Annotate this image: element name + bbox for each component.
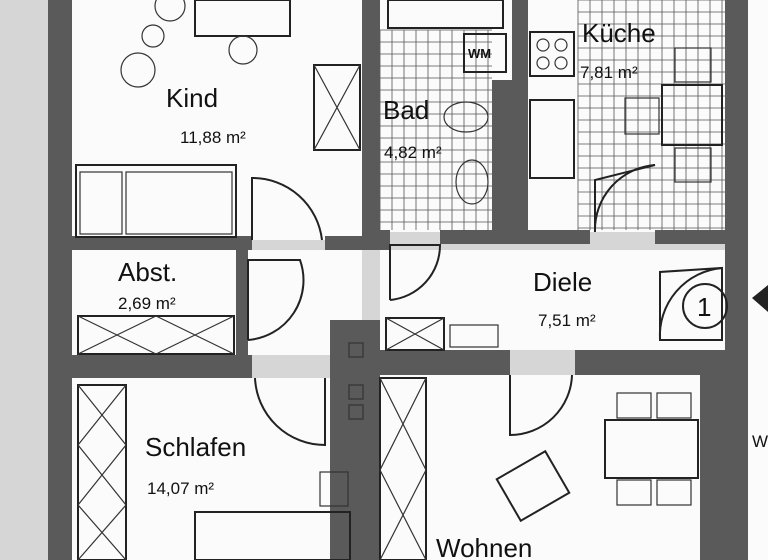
room-area-diele: 7,51 m² — [538, 311, 596, 330]
room-name-bad: Bad — [383, 95, 429, 125]
entrance-number: 1 — [697, 292, 711, 322]
room-area-bad: 4,82 m² — [384, 143, 442, 162]
entrance-marker — [682, 283, 728, 329]
walls — [48, 0, 748, 560]
room-name-kind: Kind — [166, 83, 218, 113]
room-name-diele: Diele — [533, 267, 592, 297]
room-name-wohnen: Wohnen — [436, 533, 532, 560]
room-name-abst: Abst. — [118, 257, 177, 287]
room-area-kind: 11,88 m² — [180, 128, 246, 147]
room-name-kueche: Küche — [582, 18, 656, 48]
edge-letter: W — [752, 432, 768, 451]
room-area-schlafen: 14,07 m² — [147, 479, 214, 498]
room-area-abst: 2,69 m² — [118, 294, 176, 313]
fixtures — [75, 0, 768, 560]
washing-machine-label: WM — [468, 46, 491, 61]
room-area-kueche: 7,81 m² — [580, 63, 638, 82]
doors — [247, 164, 723, 447]
room-floors — [72, 0, 768, 560]
room-name-schlafen: Schlafen — [145, 432, 246, 462]
